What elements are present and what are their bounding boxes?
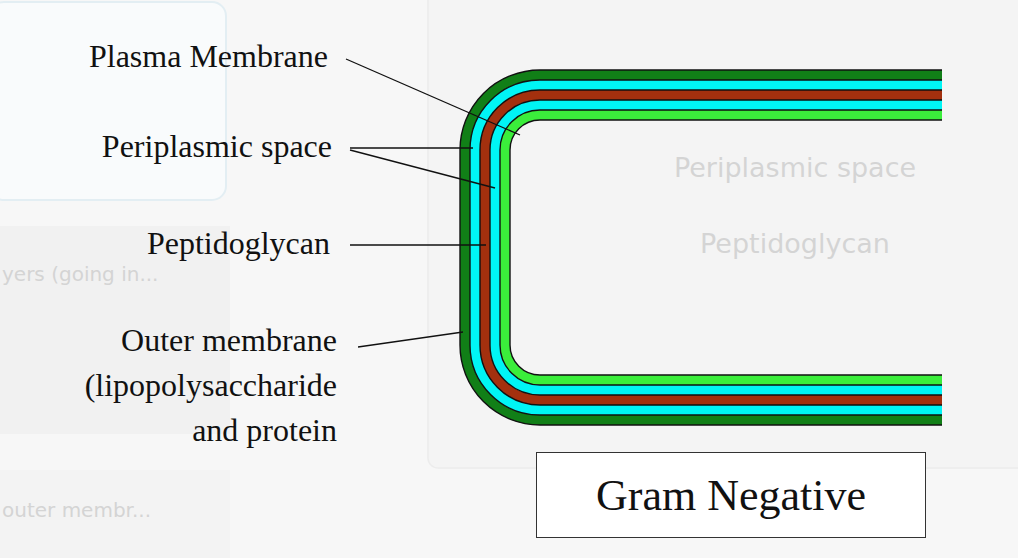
part-label: Periplasmic space (32, 126, 332, 166)
ghost-label: Peptidoglycan (635, 227, 955, 261)
part-label: Peptidoglycan (30, 223, 330, 263)
leader-line (346, 59, 520, 135)
part-label: Outer membrane (lipopolysaccharide and p… (37, 318, 337, 453)
ghost-panel (428, 0, 1018, 468)
leader-lines (346, 59, 520, 347)
ghost-panel (0, 470, 230, 558)
title-box: Gram Negative (536, 452, 926, 538)
leader-line (350, 147, 473, 148)
leader-line (350, 244, 486, 245)
box-title: Gram Negative (596, 470, 866, 521)
leader-line (358, 332, 463, 347)
ghost-label: yers (going in... (2, 261, 202, 287)
leader-line (350, 150, 495, 188)
ghost-panel (0, 2, 226, 200)
part-label: Plasma Membrane (28, 36, 328, 76)
ghost-label: Periplasmic space (635, 151, 955, 185)
ghost-label: outer membr... (2, 497, 202, 523)
